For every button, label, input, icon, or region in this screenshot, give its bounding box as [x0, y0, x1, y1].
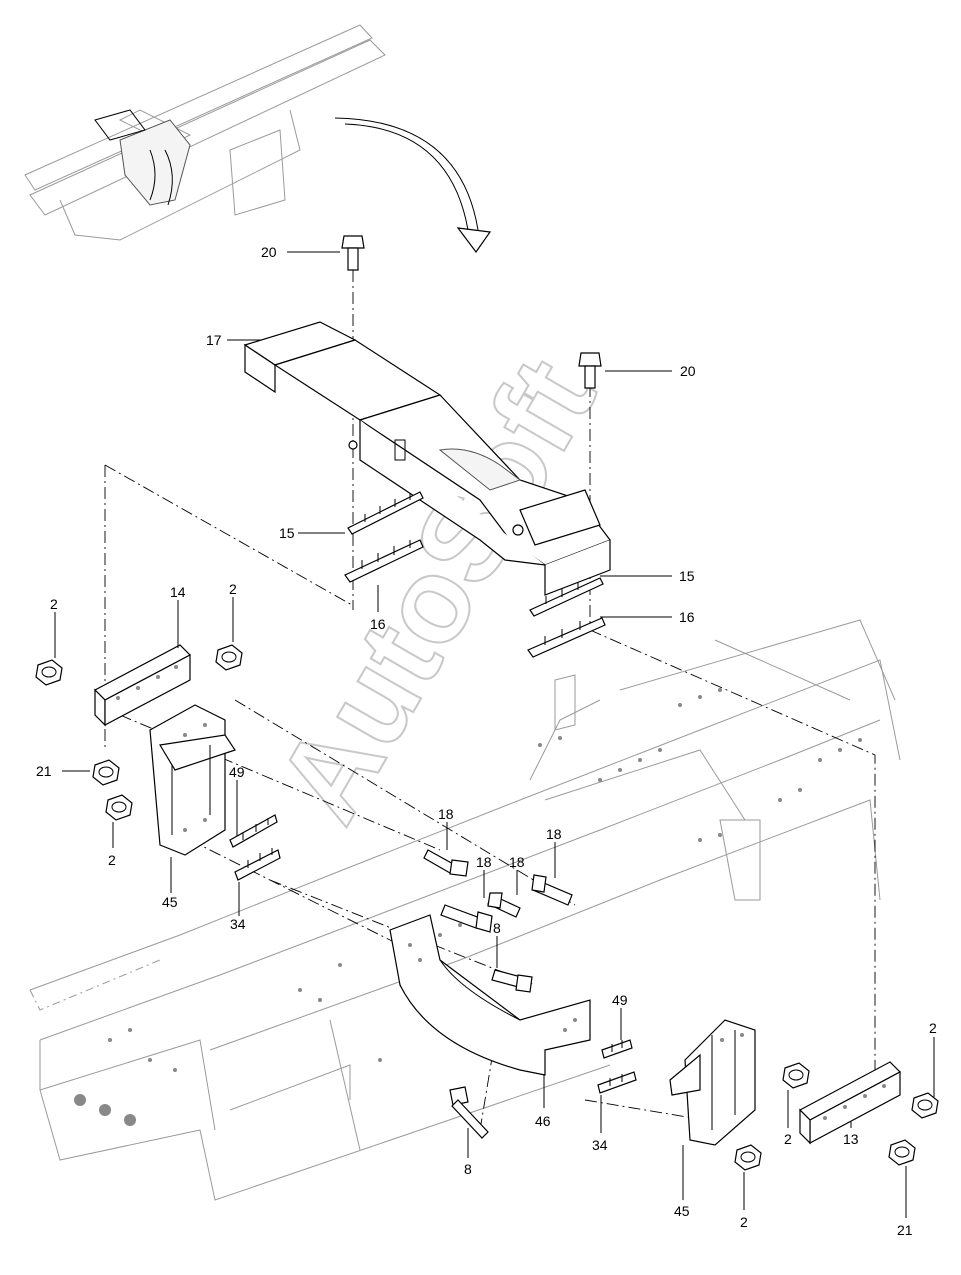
callout-13: 13 — [843, 1131, 859, 1147]
callout-18: 18 — [546, 826, 562, 842]
callout-16: 16 — [679, 609, 695, 625]
callout-49: 49 — [229, 764, 245, 780]
part-16-shim-left — [344, 539, 424, 583]
part-14-plate — [94, 644, 191, 727]
part-46-cradle — [389, 914, 591, 1076]
callout-8: 8 — [464, 1161, 472, 1177]
part-2-nut-d — [782, 1062, 810, 1089]
part-34-shim-right — [597, 1071, 637, 1094]
callout-leader-lines — [54, 251, 935, 1218]
callout-20: 20 — [261, 244, 277, 260]
part-18-bolt-b — [440, 904, 493, 933]
callout-34: 34 — [592, 1137, 608, 1153]
part-15-shim-left — [347, 491, 424, 535]
part-21-nut-a — [92, 759, 120, 786]
callout-2: 2 — [784, 1131, 792, 1147]
callout-18: 18 — [509, 854, 525, 870]
callout-17: 17 — [206, 332, 222, 348]
part-17-bracket — [243, 321, 611, 596]
part-2-nut-b — [215, 644, 243, 671]
part-2-nut-e — [734, 1144, 762, 1171]
frame-bolt-holes — [74, 688, 862, 1126]
part-16-shim-right — [527, 617, 606, 658]
part-8-bolt-upper — [491, 969, 533, 993]
part-13-plate — [799, 1061, 901, 1145]
callout-2: 2 — [50, 596, 58, 612]
callout-15: 15 — [679, 568, 695, 584]
direction-arrow — [334, 117, 492, 254]
callout-45: 45 — [674, 1203, 690, 1219]
callout-8: 8 — [493, 920, 501, 936]
callout-2: 2 — [929, 1020, 937, 1036]
callout-2: 2 — [108, 852, 116, 868]
part-8-bolt-lower — [449, 1086, 489, 1139]
part-18-bolt-a — [423, 849, 469, 877]
part-34-shim-left — [234, 848, 281, 881]
part-2-nut-c — [105, 794, 133, 821]
part-2-nut-a — [35, 659, 63, 686]
callout-49: 49 — [612, 992, 628, 1008]
part-21-nut-b — [888, 1139, 916, 1166]
callout-46: 46 — [535, 1113, 551, 1129]
callout-15: 15 — [279, 525, 295, 541]
part-20-bolt-upper — [341, 235, 365, 271]
callout-34: 34 — [230, 916, 246, 932]
callout-45: 45 — [162, 894, 178, 910]
chassis-frame — [29, 619, 901, 1201]
part-20-bolt-right — [578, 352, 602, 389]
callout-21: 21 — [36, 763, 52, 779]
part-2-nut-f — [911, 1092, 939, 1119]
part-49-shim-left — [229, 814, 278, 848]
part-49-shim-right — [601, 1039, 633, 1059]
callout-16: 16 — [370, 616, 386, 632]
callout-18: 18 — [438, 806, 454, 822]
callout-14: 14 — [170, 584, 186, 600]
callout-18: 18 — [476, 854, 492, 870]
part-18-bolt-d — [531, 874, 573, 906]
callout-2: 2 — [740, 1214, 748, 1230]
callout-numbers: 20 17 20 15 16 15 16 2 14 2 21 2 49 45 3… — [36, 244, 937, 1238]
part-18-bolt-c — [487, 892, 521, 918]
part-45-bracket-right — [669, 1019, 756, 1146]
callout-21: 21 — [897, 1222, 913, 1238]
part-45-bracket-left — [149, 704, 236, 856]
vehicle-overview-thumbnail — [24, 24, 386, 241]
part-15-shim-right — [529, 577, 604, 617]
callout-20: 20 — [680, 363, 696, 379]
callout-2: 2 — [229, 581, 237, 597]
